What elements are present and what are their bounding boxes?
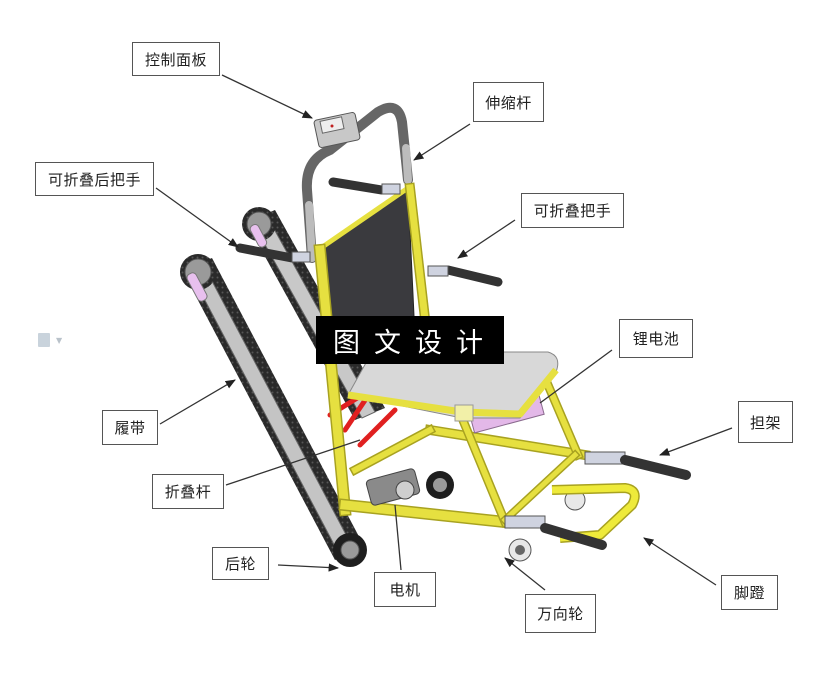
label-footrest: 脚蹬 xyxy=(721,575,778,610)
label-rear-wheel: 后轮 xyxy=(212,547,269,580)
label-stretcher: 担架 xyxy=(738,401,793,443)
footrest-frame-highlight xyxy=(551,484,639,542)
track-right xyxy=(242,207,385,420)
handles xyxy=(235,177,691,550)
label-folding-rod: 折叠杆 xyxy=(152,474,224,509)
chevron-down-icon: ▼ xyxy=(56,336,63,345)
label-track: 履带 xyxy=(102,410,158,445)
label-rear-folding-handle: 可折叠后把手 xyxy=(35,162,154,196)
watermark-text: 图文设计 xyxy=(316,316,504,364)
label-telescopic-rod: 伸缩杆 xyxy=(473,82,544,122)
document-icon xyxy=(38,333,50,347)
track-left xyxy=(180,254,365,560)
label-motor: 电机 xyxy=(374,572,436,607)
seat xyxy=(347,351,559,422)
label-caster-wheel: 万向轮 xyxy=(525,594,596,633)
label-lithium-battery: 锂电池 xyxy=(619,319,693,358)
motor-unit xyxy=(365,468,421,506)
label-folding-handle: 可折叠把手 xyxy=(521,193,624,228)
control-panel-unit xyxy=(313,111,361,149)
callout-arrows xyxy=(155,74,733,591)
wheels xyxy=(333,471,586,567)
label-control-panel: 控制面板 xyxy=(132,42,220,76)
